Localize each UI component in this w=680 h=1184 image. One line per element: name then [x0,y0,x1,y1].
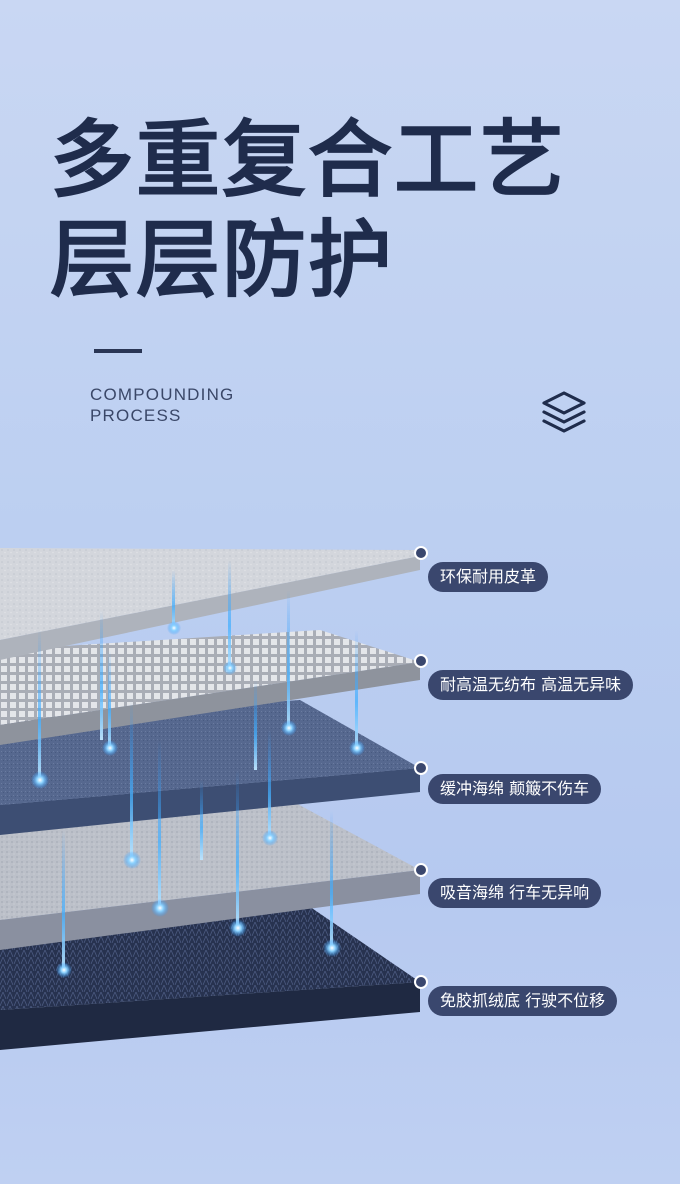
title-divider [94,349,142,353]
title-line-2: 层层防护 [50,211,395,309]
light-beams [38,560,358,970]
layers-icon [542,391,586,433]
page-title: 多重复合工艺 层层防护 [50,118,566,318]
layer-markers [414,546,428,989]
layer-sound-foam [0,800,420,950]
layer-stack-illustration [0,546,428,1050]
layer-label-cushion: 缓冲海绵 颠簸不伤车 [428,774,602,804]
light-dots [31,621,365,978]
layer-label-sound-foam: 吸音海绵 行车无异响 [428,878,602,908]
layer-label-nonwoven: 耐高温无纺布 高温无异味 [428,670,634,700]
layer-label-fleece: 免胶抓绒底 行驶不位移 [428,986,618,1016]
title-line-1: 多重复合工艺 [50,111,567,209]
subtitle-line-1: COMPOUNDING [90,385,235,404]
layer-nonwoven-mesh [0,630,420,745]
subtitle-line-2: PROCESS [90,406,182,425]
layer-label-leather: 环保耐用皮革 [428,562,549,592]
layer-leather-top [0,548,420,660]
subtitle: COMPOUNDING PROCESS [90,384,310,426]
